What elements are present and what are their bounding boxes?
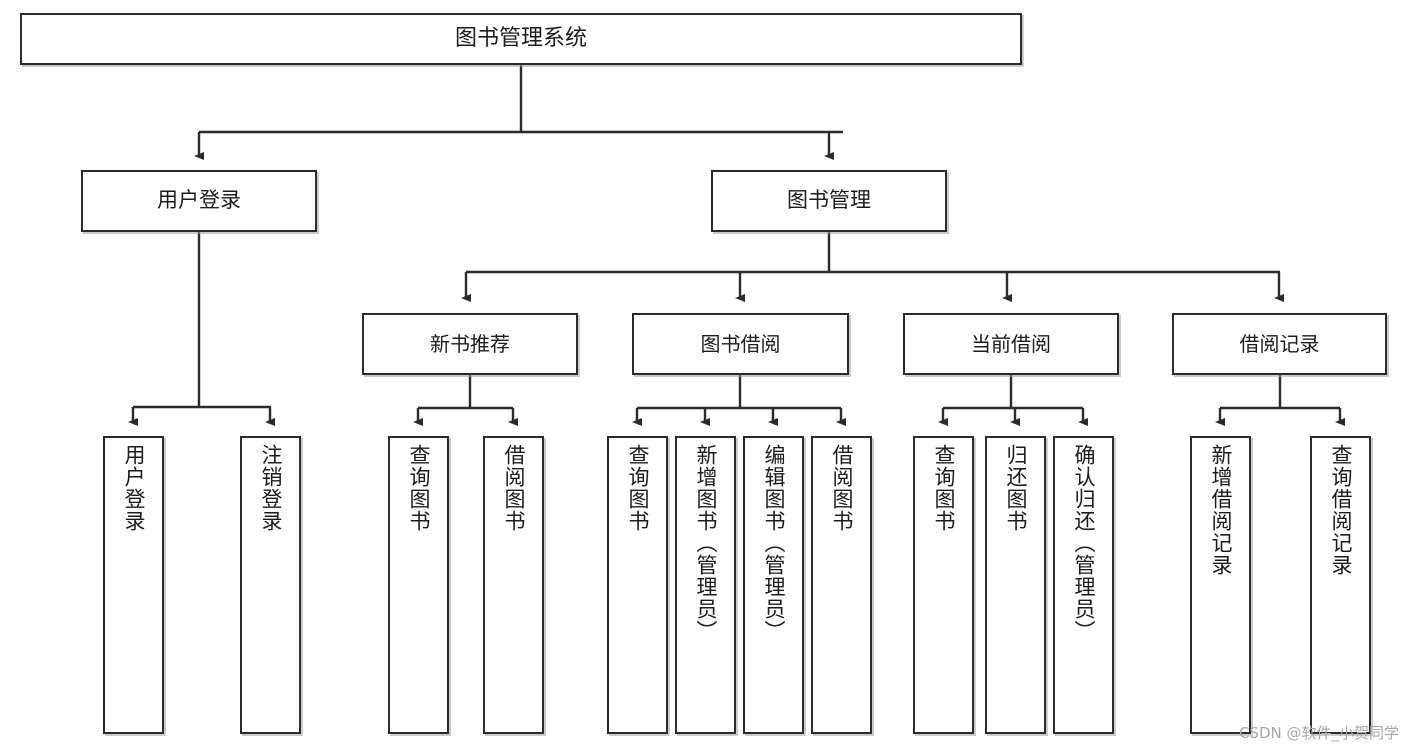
node-leaf-return-book-label: 归还图书 xyxy=(1004,444,1028,532)
node-leaf-query-record-label: 查询借阅记录 xyxy=(1329,444,1353,576)
node-leaf-query-book-3-label: 查询图书 xyxy=(932,444,956,532)
node-leaf-query-book-2[interactable]: 查询图书 xyxy=(607,436,668,734)
node-new-book-rec-label: 新书推荐 xyxy=(430,331,510,356)
node-leaf-add-record[interactable]: 新增借阅记录 xyxy=(1190,436,1251,734)
node-book-manage-label: 图书管理 xyxy=(787,188,871,213)
node-leaf-edit-book-label: 编辑图书（管理员） xyxy=(762,444,786,642)
node-current-borrow-label: 当前借阅 xyxy=(971,331,1051,356)
node-leaf-query-book-1[interactable]: 查询图书 xyxy=(388,436,449,734)
node-book-manage[interactable]: 图书管理 xyxy=(711,170,947,232)
node-leaf-query-book-2-label: 查询图书 xyxy=(626,444,650,532)
node-book-borrow-label: 图书借阅 xyxy=(700,331,781,356)
node-leaf-logout[interactable]: 注销登录 xyxy=(240,436,301,734)
node-leaf-borrow-book-1-label: 借阅图书 xyxy=(502,444,526,532)
node-leaf-query-record[interactable]: 查询借阅记录 xyxy=(1310,436,1371,734)
node-leaf-return-book[interactable]: 归还图书 xyxy=(985,436,1046,734)
node-current-borrow[interactable]: 当前借阅 xyxy=(903,313,1119,375)
node-new-book-rec[interactable]: 新书推荐 xyxy=(362,313,578,375)
node-leaf-confirm-return[interactable]: 确认归还（管理员） xyxy=(1053,436,1114,734)
node-book-borrow[interactable]: 图书借阅 xyxy=(632,313,849,375)
node-borrow-record-label: 借阅记录 xyxy=(1239,331,1320,356)
node-leaf-add-book-label: 新增图书（管理员） xyxy=(694,444,718,642)
node-leaf-confirm-return-label: 确认归还（管理员） xyxy=(1072,444,1096,642)
node-leaf-user-login-label: 用户登录 xyxy=(122,444,146,532)
node-leaf-add-book[interactable]: 新增图书（管理员） xyxy=(675,436,736,734)
node-leaf-query-book-1-label: 查询图书 xyxy=(407,444,431,532)
node-leaf-logout-label: 注销登录 xyxy=(259,444,283,532)
node-root-label: 图书管理系统 xyxy=(454,25,587,51)
node-leaf-borrow-book-2[interactable]: 借阅图书 xyxy=(811,436,872,734)
node-root[interactable]: 图书管理系统 xyxy=(20,13,1022,65)
node-borrow-record[interactable]: 借阅记录 xyxy=(1172,313,1387,375)
node-leaf-add-record-label: 新增借阅记录 xyxy=(1209,444,1233,576)
node-leaf-edit-book[interactable]: 编辑图书（管理员） xyxy=(743,436,804,734)
node-leaf-borrow-book-1[interactable]: 借阅图书 xyxy=(483,436,544,734)
node-leaf-query-book-3[interactable]: 查询图书 xyxy=(913,436,974,734)
node-user-login[interactable]: 用户登录 xyxy=(81,170,317,232)
node-user-login-label: 用户登录 xyxy=(157,188,241,213)
node-leaf-borrow-book-2-label: 借阅图书 xyxy=(830,444,854,532)
csdn-watermark: CSDN @软件_小贺同学 xyxy=(1238,724,1399,742)
node-leaf-user-login[interactable]: 用户登录 xyxy=(103,436,164,734)
